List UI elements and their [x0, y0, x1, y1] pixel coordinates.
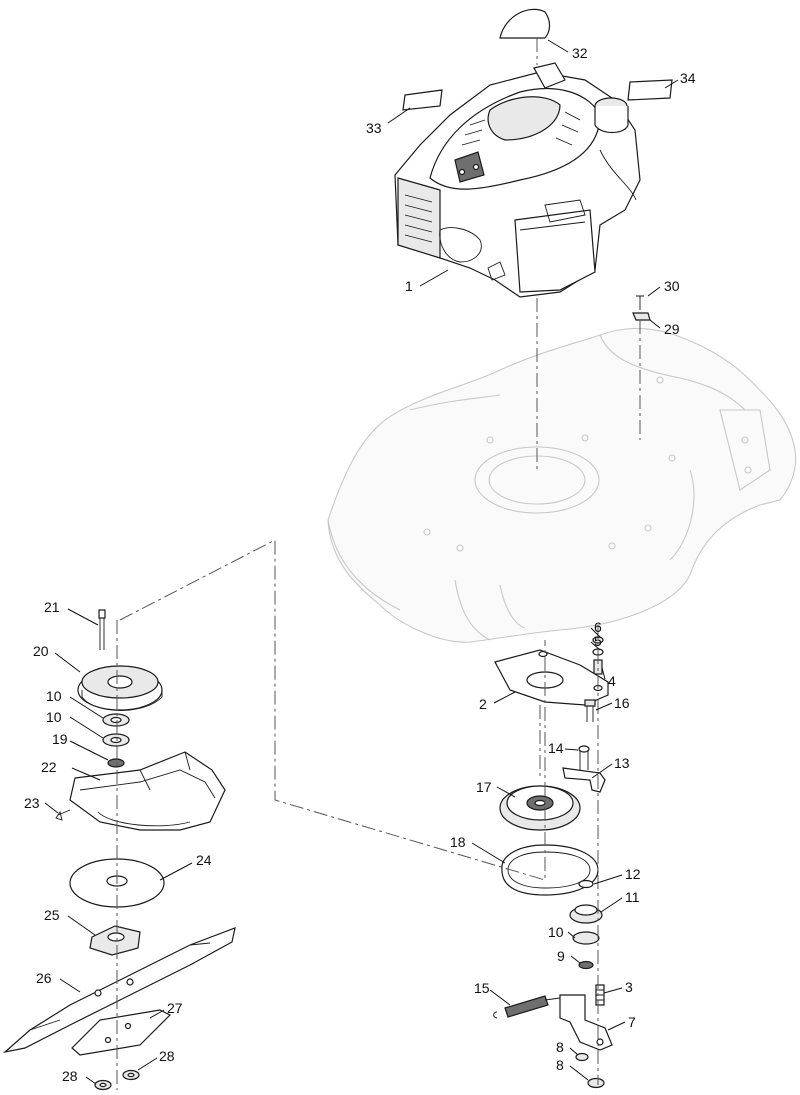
shaft-3	[595, 984, 605, 1006]
nut-8-upper	[575, 1052, 589, 1062]
spring-15	[493, 995, 561, 1019]
clip-29	[632, 312, 651, 321]
engine-assembly	[394, 62, 641, 298]
callout-26: 26	[36, 970, 52, 986]
blade-26	[2, 927, 236, 1054]
callout-3: 3	[625, 979, 633, 995]
screw-30	[636, 295, 644, 310]
centerlines	[116, 38, 641, 1090]
nut-8-lower	[587, 1077, 605, 1089]
callout-20: 20	[33, 643, 49, 659]
bearing-10-lower	[102, 733, 130, 747]
callout-14: 14	[548, 740, 564, 756]
callout-10-right: 10	[548, 924, 564, 940]
nameplate-33	[402, 89, 443, 111]
callout-5: 5	[594, 633, 602, 649]
callout-8-upper: 8	[556, 1039, 564, 1055]
screw-23	[55, 809, 71, 821]
callout-17: 17	[476, 779, 492, 795]
leader-lines	[44, 39, 679, 1085]
callout-24: 24	[196, 852, 212, 868]
bolt-21	[98, 609, 106, 650]
callout-1: 1	[405, 278, 413, 294]
bearing-10-right	[572, 931, 600, 945]
callout-19: 19	[52, 731, 68, 747]
callout-22: 22	[41, 759, 57, 775]
callout-15: 15	[474, 980, 490, 996]
callout-27: 27	[167, 1000, 183, 1016]
label-34	[627, 79, 673, 101]
callout-25: 25	[44, 907, 60, 923]
callout-10-lower: 10	[46, 709, 62, 725]
callout-11: 11	[625, 889, 640, 905]
callout-18: 18	[450, 834, 466, 850]
callout-29: 29	[664, 321, 680, 337]
nut-28-right	[122, 1069, 140, 1081]
callout-21: 21	[44, 599, 60, 615]
callout-7: 7	[628, 1014, 636, 1030]
callout-13: 13	[614, 755, 630, 771]
blade-shield-22	[69, 751, 226, 831]
bearing-10-upper	[102, 713, 130, 727]
blade-hub-25	[89, 925, 141, 956]
lever-13	[562, 767, 606, 793]
callout-33: 33	[366, 120, 382, 136]
callout-10-upper: 10	[46, 688, 62, 704]
callout-12: 12	[625, 866, 641, 882]
spacer-19	[107, 758, 125, 768]
pin-14	[578, 745, 590, 770]
hub-11	[569, 904, 603, 924]
callout-23: 23	[24, 795, 40, 811]
bracket-2	[494, 649, 609, 706]
callout-9: 9	[557, 948, 565, 964]
nut-28-left	[94, 1079, 112, 1091]
callout-6: 6	[594, 619, 602, 635]
callout-28-right: 28	[159, 1048, 175, 1064]
pulley-17	[499, 785, 581, 831]
blade-plate-27	[71, 1009, 172, 1056]
callout-28-left: 28	[62, 1068, 78, 1084]
callout-32: 32	[572, 45, 588, 61]
callout-34: 34	[680, 70, 696, 86]
callout-4: 4	[608, 673, 616, 689]
callout-30: 30	[664, 278, 680, 294]
blade-adapter-20	[77, 665, 163, 711]
decal-32	[499, 8, 551, 39]
washer-12	[578, 879, 594, 889]
callout-2: 2	[479, 696, 487, 712]
callout-labels: 32 34 33 1 30 29 21 20 10 10 19 22 23 24…	[24, 45, 696, 1084]
mower-deck	[327, 327, 797, 643]
callout-16: 16	[614, 695, 630, 711]
callout-8-lower: 8	[556, 1057, 564, 1073]
bolt-16	[584, 699, 596, 722]
nut-9	[578, 960, 594, 970]
